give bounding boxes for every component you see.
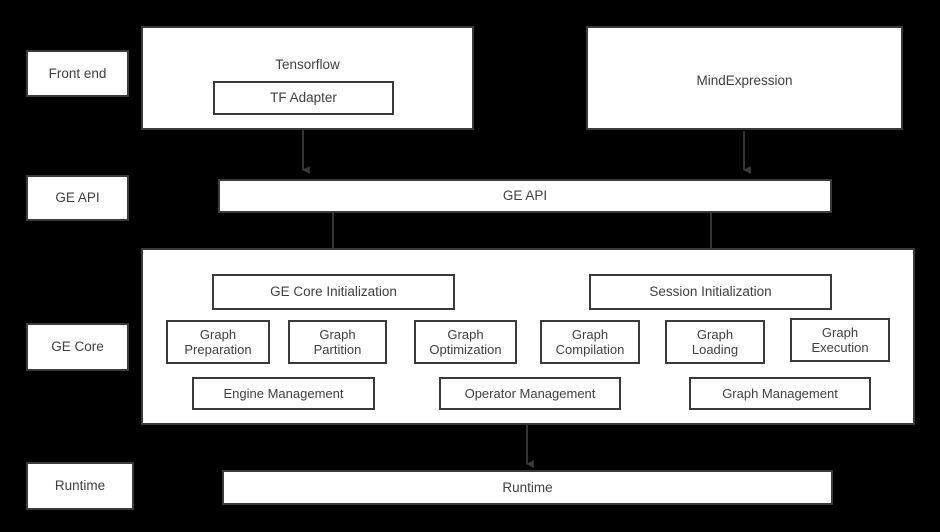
graph-partition-box[interactable]: Graph Partition xyxy=(288,320,387,364)
mindexpression-container: MindExpression xyxy=(586,26,903,130)
layer-label-front-end: Front end xyxy=(26,50,129,97)
graph-execution-box[interactable]: Graph Execution xyxy=(790,318,890,362)
layer-label-ge-core: GE Core xyxy=(26,323,129,371)
graph-optimization-box[interactable]: Graph Optimization xyxy=(414,320,517,364)
tensorflow-title: Tensorflow xyxy=(275,57,340,72)
graph-compilation-box[interactable]: Graph Compilation xyxy=(540,320,640,364)
ge-core-initialization-box[interactable]: GE Core Initialization xyxy=(212,274,455,310)
graph-management-box[interactable]: Graph Management xyxy=(689,377,871,410)
runtime-bar[interactable]: Runtime xyxy=(222,470,833,505)
graph-loading-box[interactable]: Graph Loading xyxy=(665,320,765,364)
operator-management-box[interactable]: Operator Management xyxy=(439,377,621,410)
layer-label-ge-api: GE API xyxy=(26,175,129,221)
graph-preparation-box[interactable]: Graph Preparation xyxy=(166,320,270,364)
mindexpression-title: MindExpression xyxy=(696,73,793,88)
engine-management-box[interactable]: Engine Management xyxy=(192,377,375,410)
tf-adapter-box[interactable]: TF Adapter xyxy=(213,81,394,115)
session-initialization-box[interactable]: Session Initialization xyxy=(589,274,832,310)
layer-label-runtime: Runtime xyxy=(26,462,134,510)
ge-api-bar[interactable]: GE API xyxy=(218,179,832,213)
